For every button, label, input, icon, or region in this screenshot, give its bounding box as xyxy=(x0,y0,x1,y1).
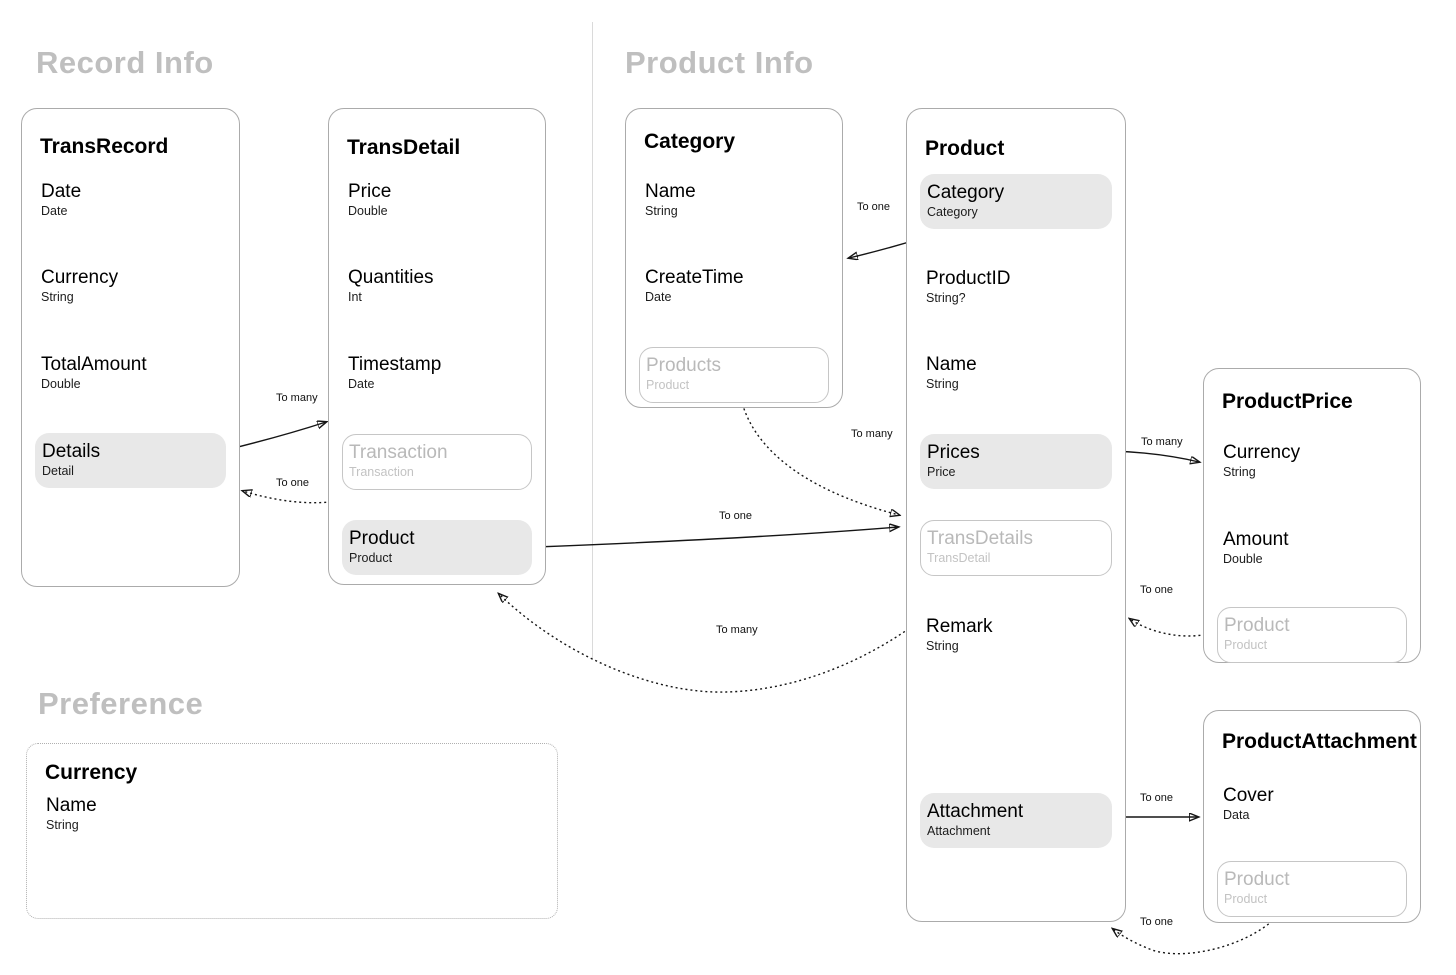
entity-title: Currency xyxy=(45,761,138,784)
field-product-prices[interactable]: Prices Price xyxy=(920,434,1112,489)
entity-card-transrecord[interactable]: TransRecord Date Date Currency String To… xyxy=(21,108,240,587)
rel-label-to-one: To one xyxy=(857,201,891,213)
rel-label-to-one: To one xyxy=(1140,584,1174,596)
rel-label-to-one: To one xyxy=(719,510,753,522)
rel-label-to-many: To many xyxy=(276,392,318,404)
field-productprice-product[interactable]: Product Product xyxy=(1217,607,1407,663)
field-transrecord-details[interactable]: Details Detail xyxy=(35,433,226,488)
rel-label-to-one: To one xyxy=(1140,792,1174,804)
arrow-category-products-to-product xyxy=(739,393,899,515)
entity-title: ProductAttachment xyxy=(1222,730,1417,753)
rel-label-to-many: To many xyxy=(716,624,758,636)
field-transrecord-totalamount[interactable]: TotalAmount Double xyxy=(41,354,147,391)
entity-title: TransRecord xyxy=(40,135,169,158)
field-transrecord-currency[interactable]: Currency String xyxy=(41,267,119,304)
field-product-productid[interactable]: ProductID String? xyxy=(926,268,1011,305)
field-productattachment-cover[interactable]: Cover Data xyxy=(1223,785,1274,822)
field-category-createtime[interactable]: CreateTime Date xyxy=(645,267,744,304)
field-category-name[interactable]: Name String xyxy=(645,181,696,218)
rel-label-to-one: To one xyxy=(276,477,310,489)
arrow-transrecord-details-to-transdetail xyxy=(225,422,326,451)
field-product-remark[interactable]: Remark String xyxy=(926,616,993,653)
section-title-product-info: Product Info xyxy=(625,45,814,80)
entity-title: TransDetail xyxy=(347,136,461,159)
entity-card-category[interactable]: Category Name String CreateTime Date Pro… xyxy=(625,108,843,408)
entity-title: Product xyxy=(925,137,1005,160)
field-transrecord-date[interactable]: Date Date xyxy=(41,181,82,218)
field-product-name[interactable]: Name String xyxy=(926,354,977,391)
rel-label-to-many: To many xyxy=(1141,436,1183,448)
field-productprice-amount[interactable]: Amount Double xyxy=(1223,529,1289,566)
entity-card-transdetail[interactable]: TransDetail Price Double Quantities Int … xyxy=(328,108,546,585)
field-transdetail-transaction[interactable]: Transaction Transaction xyxy=(342,434,532,490)
rel-label-to-one: To one xyxy=(1140,916,1174,928)
field-transdetail-price[interactable]: Price Double xyxy=(348,181,392,218)
entity-card-productattachment[interactable]: ProductAttachment Cover Data Product Pro… xyxy=(1203,710,1421,923)
section-divider xyxy=(592,22,593,660)
field-transdetail-timestamp[interactable]: Timestamp Date xyxy=(348,354,442,391)
field-product-transdetails[interactable]: TransDetails TransDetail xyxy=(920,520,1112,576)
arrow-product-prices-to-productprice xyxy=(1113,450,1199,462)
field-product-category[interactable]: Category Category xyxy=(920,174,1112,229)
field-category-products[interactable]: Products Product xyxy=(639,347,829,403)
rel-label-to-many: To many xyxy=(851,428,893,440)
field-transdetail-quantities[interactable]: Quantities Int xyxy=(348,267,434,304)
arrow-transdetail-product-to-product xyxy=(535,527,898,548)
entity-title: Category xyxy=(644,130,736,153)
entity-card-product[interactable]: Product Category Category ProductID Stri… xyxy=(906,108,1126,922)
section-title-record-info: Record Info xyxy=(36,45,214,80)
entity-card-currency-preference[interactable]: Currency Name String xyxy=(26,743,558,919)
field-productattachment-product[interactable]: Product Product xyxy=(1217,861,1407,917)
field-currencypreference-name[interactable]: Name String xyxy=(46,795,97,832)
entity-card-productprice[interactable]: ProductPrice Currency String Amount Doub… xyxy=(1203,368,1421,663)
entity-title: ProductPrice xyxy=(1222,390,1353,413)
section-title-preference: Preference xyxy=(38,686,204,721)
field-transdetail-product[interactable]: Product Product xyxy=(342,520,532,575)
field-productprice-currency[interactable]: Currency String xyxy=(1223,442,1301,479)
field-product-attachment[interactable]: Attachment Attachment xyxy=(920,793,1112,848)
